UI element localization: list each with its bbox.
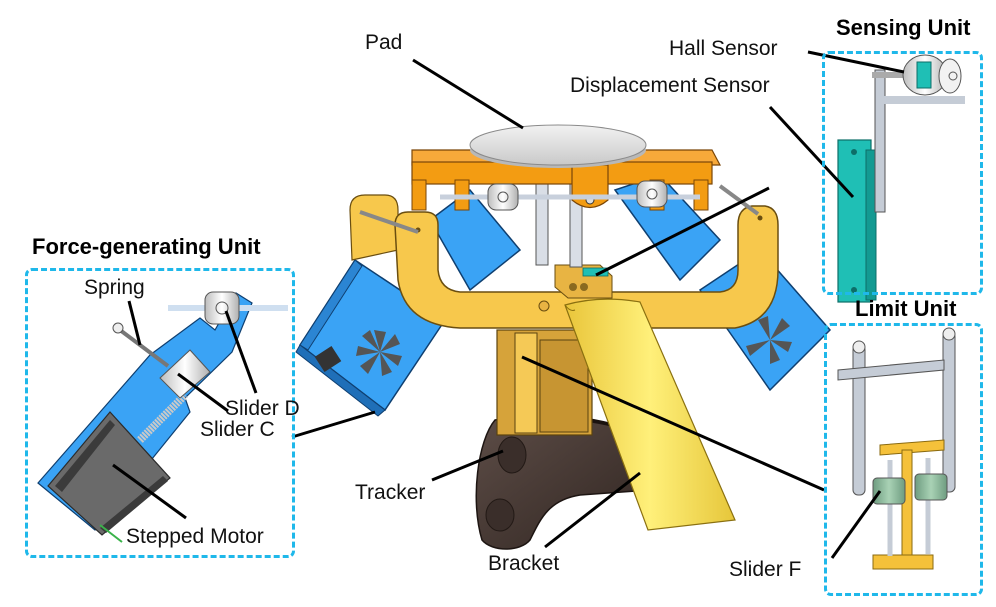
sensing-unit-title: Sensing Unit [836,15,971,40]
label-tracker: Tracker [355,481,426,504]
slider-c-part [159,349,211,399]
slider-d-left [487,183,519,211]
leader-force-unit [291,410,376,439]
sensing-unit-box [822,51,983,295]
slider-f-part [872,473,948,505]
leader-bracket [544,471,641,549]
leader-sensing-to-block [595,186,770,277]
label-stepped-motor: Stepped Motor [126,525,264,548]
leader-slider-d [224,310,258,394]
limit-unit-illustration [837,327,956,570]
label-slider-d: Slider D [225,397,300,420]
label-displacement-sensor: Displacement Sensor [570,74,770,97]
central-column [496,329,593,436]
leader-lines [112,50,905,559]
leader-spring [127,300,142,346]
leader-stepped-motor [112,463,187,520]
label-pad: Pad [365,31,403,54]
leader-displacement-sensor [768,105,855,199]
hall-sensor-part [902,54,962,96]
slider-d-part [204,291,240,325]
label-hall-sensor: Hall Sensor [669,37,778,60]
lead-screw [137,392,188,443]
leader-tracker [431,449,504,482]
spring-part [118,328,170,368]
slider-d-right [636,180,668,208]
sensing-unit-illustration [837,54,965,303]
pad-part [469,124,647,168]
stepped-motor-part [47,411,171,536]
leader-slider-c [177,372,229,413]
force-unit-title: Force-generating Unit [32,234,261,259]
force-unit-illustration [37,291,288,543]
limit-unit-title: Limit Unit [855,296,957,321]
leader-column-to-limit [521,355,825,492]
u-frame [349,184,779,329]
label-slider-c: Slider C [200,418,275,441]
force-unit-box [25,268,295,558]
vent-pattern [356,330,402,376]
label-slider-f: Slider F [729,558,802,581]
pivot-bolt [538,300,550,312]
leader-slider-f [830,490,882,559]
guide-rod-left [535,174,549,266]
label-bracket: Bracket [488,552,560,575]
label-spring: Spring [84,276,145,299]
limit-unit-box [824,323,983,596]
leader-pad [412,58,524,130]
